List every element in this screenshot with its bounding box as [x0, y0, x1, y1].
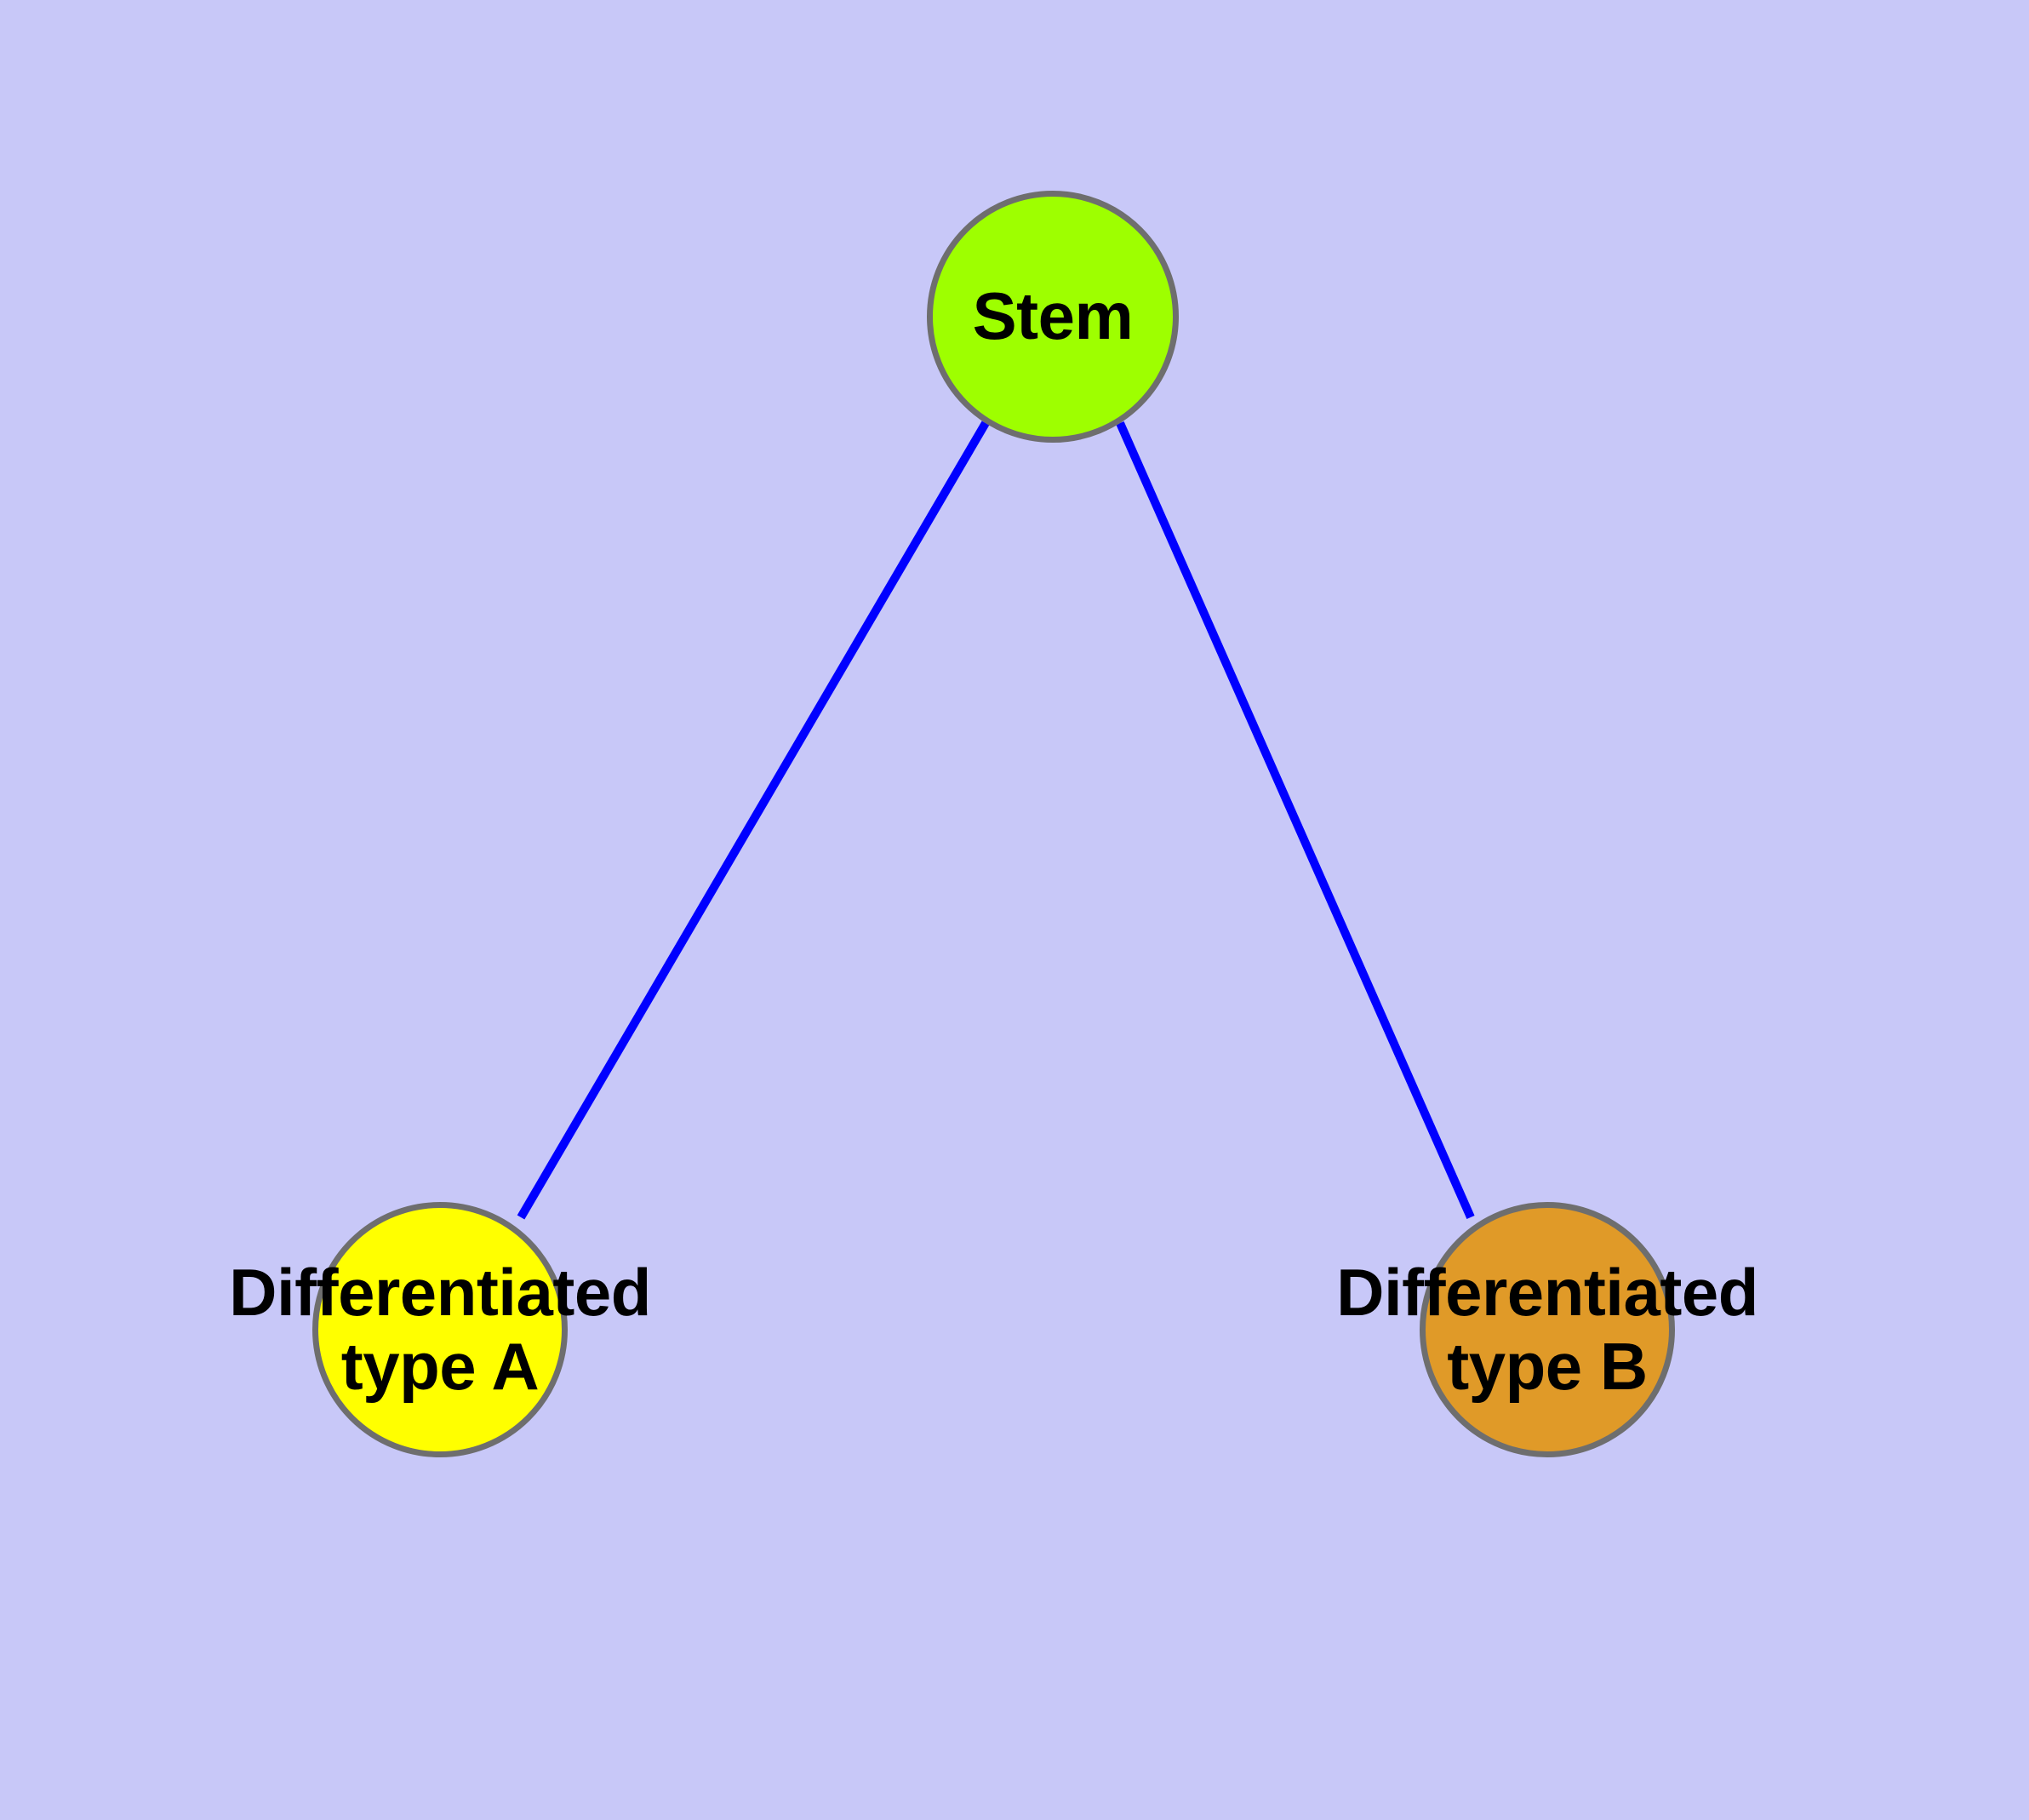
edge-stem-to-differentiated-type-b [1116, 421, 1475, 1220]
node-label-stem: Stem [972, 278, 1134, 354]
node-label-differentiated-type-b: Differentiated type B [1336, 1254, 1758, 1404]
node-stem[interactable] [927, 191, 1179, 443]
node-differentiated-type-a[interactable] [312, 1202, 568, 1457]
node-label-differentiated-type-a: Differentiated type A [229, 1254, 651, 1404]
edge-stem-to-differentiated-type-a [517, 421, 990, 1220]
node-differentiated-type-b[interactable] [1420, 1202, 1675, 1457]
